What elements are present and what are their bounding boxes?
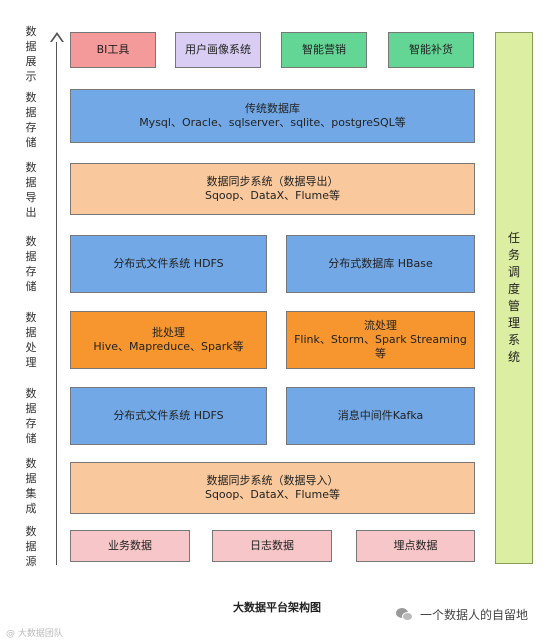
- display-smart-restock: 智能补货: [388, 32, 474, 68]
- vertical-char: 数: [25, 25, 37, 38]
- layer-label-display: 数据展示: [18, 24, 44, 84]
- vertical-char: 数: [25, 311, 37, 324]
- vertical-char: 据: [25, 326, 37, 339]
- stream-processing-detail: Flink、Storm、Spark Streaming: [294, 333, 467, 346]
- vertical-char: 度: [507, 282, 520, 296]
- stream-processing-detail-suffix: 等: [375, 347, 386, 360]
- batch-processing: 批处理 Hive、Mapreduce、Spark等: [70, 311, 267, 369]
- task-scheduling-system: 任务调度管理系统: [495, 32, 533, 564]
- vertical-char: 理: [507, 316, 520, 330]
- vertical-char: 出: [25, 206, 37, 219]
- sync-import-system: 数据同步系统（数据导入） Sqoop、DataX、Flume等: [70, 462, 475, 514]
- batch-processing-title: 批处理: [152, 326, 185, 339]
- storage-hdfs-lower: 分布式文件系统 HDFS: [70, 387, 267, 445]
- vertical-char: 源: [25, 554, 37, 568]
- layer-label-processing: 数据处理: [18, 310, 44, 370]
- source-tracking-data: 埋点数据: [356, 530, 475, 562]
- storage-kafka: 消息中间件Kafka: [286, 387, 475, 445]
- vertical-char: 数: [25, 161, 37, 174]
- vertical-char: 任: [507, 231, 520, 245]
- layer-label-ingest: 数据集成: [18, 456, 44, 516]
- vertical-char: 数: [25, 387, 37, 400]
- vertical-char: 据: [25, 402, 37, 415]
- flow-arrow-line: [56, 40, 57, 565]
- source-business-data: 业务数据: [70, 530, 190, 562]
- brand-signature: 一个数据人的自留地: [396, 606, 528, 623]
- vertical-char: 统: [507, 350, 520, 364]
- vertical-char: 据: [25, 472, 37, 485]
- vertical-char: 据: [25, 250, 37, 263]
- storage-hbase: 分布式数据库 HBase: [286, 235, 475, 293]
- vertical-char: 导: [25, 191, 37, 204]
- vertical-char: 数: [25, 235, 37, 248]
- batch-processing-detail: Hive、Mapreduce、Spark等: [93, 340, 244, 353]
- flow-arrow-head-inner: [52, 35, 62, 42]
- layer-label-export: 数据导出: [18, 160, 44, 220]
- vertical-char: 展: [25, 55, 37, 68]
- vertical-char: 存: [25, 417, 37, 430]
- vertical-char: 成: [25, 502, 37, 515]
- display-user-profile: 用户画像系统: [175, 32, 261, 68]
- vertical-char: 调: [507, 265, 520, 279]
- vertical-char: 管: [507, 299, 520, 313]
- layer-label-source: 数据源: [18, 522, 44, 570]
- sync-import-detail: Sqoop、DataX、Flume等: [204, 488, 341, 501]
- display-smart-marketing: 智能营销: [281, 32, 367, 68]
- vertical-char: 理: [25, 356, 37, 369]
- vertical-char: 存: [25, 265, 37, 278]
- vertical-char: 集: [25, 487, 37, 500]
- wechat-icon: [396, 607, 414, 622]
- watermark: @ 大数据团队: [6, 629, 63, 639]
- stream-processing-title: 流处理: [364, 319, 397, 332]
- storage-hdfs-upper: 分布式文件系统 HDFS: [70, 235, 267, 293]
- vertical-char: 数: [25, 524, 37, 538]
- layer-label-storage-top: 数据存储: [18, 90, 44, 150]
- display-bi-tool: BI工具: [70, 32, 156, 68]
- vertical-char: 系: [507, 333, 520, 347]
- vertical-char: 据: [25, 539, 37, 553]
- vertical-char: 据: [25, 40, 37, 53]
- stream-processing: 流处理 Flink、Storm、Spark Streaming 等: [286, 311, 475, 369]
- vertical-char: 储: [25, 280, 37, 293]
- traditional-database-detail: Mysql、Oracle、sqlserver、sqlite、postgreSQL…: [139, 116, 406, 129]
- brand-name: 一个数据人的自留地: [420, 608, 529, 622]
- vertical-char: 数: [25, 457, 37, 470]
- vertical-char: 据: [25, 176, 37, 189]
- vertical-char: 储: [25, 432, 37, 445]
- source-log-data: 日志数据: [212, 530, 332, 562]
- sync-export-system: 数据同步系统（数据导出） Sqoop、DataX、Flume等: [70, 163, 475, 215]
- diagram-caption: 大数据平台架构图: [233, 601, 321, 614]
- traditional-database-title: 传统数据库: [245, 102, 300, 115]
- vertical-char: 据: [25, 106, 37, 119]
- vertical-char: 务: [507, 248, 520, 262]
- sync-import-title: 数据同步系统（数据导入）: [206, 474, 339, 487]
- vertical-char: 存: [25, 121, 37, 134]
- vertical-char: 储: [25, 136, 37, 149]
- vertical-char: 示: [25, 70, 37, 83]
- layer-label-storage-bottom: 数据存储: [18, 386, 44, 446]
- vertical-char: 处: [25, 341, 37, 354]
- sync-export-title: 数据同步系统（数据导出）: [206, 175, 339, 188]
- vertical-char: 数: [25, 91, 37, 104]
- sync-export-detail: Sqoop、DataX、Flume等: [204, 189, 341, 202]
- traditional-database: 传统数据库 Mysql、Oracle、sqlserver、sqlite、post…: [70, 89, 475, 143]
- layer-label-storage-middle: 数据存储: [18, 234, 44, 294]
